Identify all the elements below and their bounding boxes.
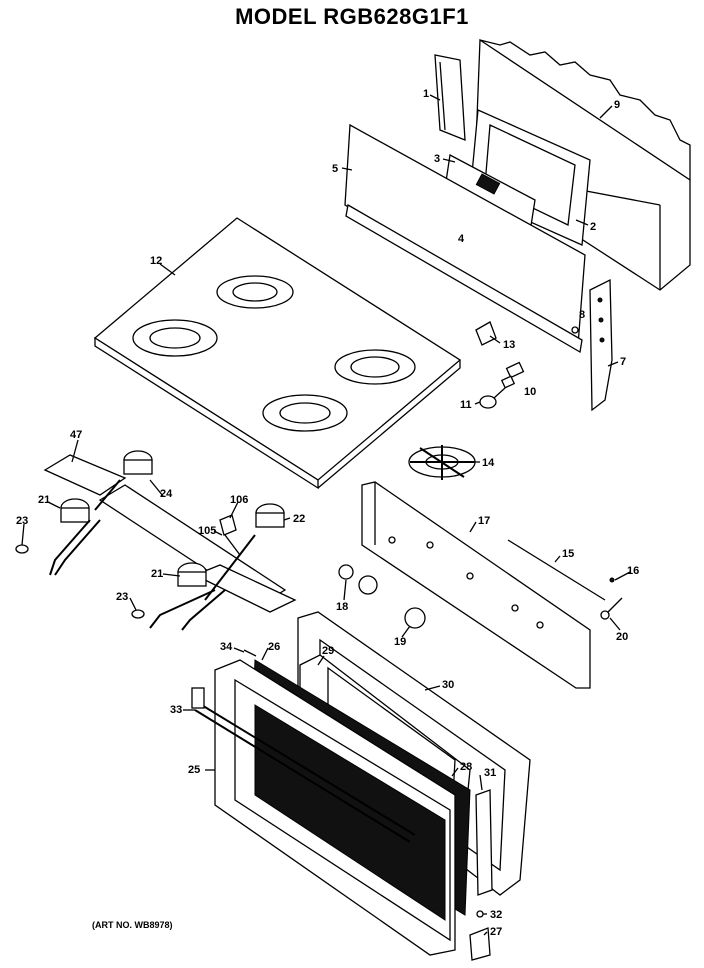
- part-11-connector: [479, 387, 506, 409]
- label-part-34: 34: [220, 641, 233, 653]
- label-part-23-lower: 23: [116, 591, 128, 603]
- label-part-25: 25: [188, 764, 200, 776]
- part-23-orifice-caps: [15, 544, 145, 619]
- label-part-17: 17: [478, 515, 490, 527]
- part-10-switch: [500, 361, 525, 389]
- label-part-14: 14: [482, 457, 495, 469]
- part-15-rod: [507, 539, 606, 601]
- part-16-screw: [609, 577, 615, 583]
- part-27-hinge-bracket: [469, 927, 491, 961]
- label-part-23-left: 23: [16, 515, 28, 527]
- label-part-8: 8: [579, 309, 585, 321]
- label-part-9: 9: [614, 99, 620, 111]
- part-1-side-trim: [434, 54, 466, 141]
- part-19-knob: [404, 607, 426, 629]
- part-18-knobs: [338, 564, 378, 595]
- part-12-cooktop: [93, 217, 462, 490]
- label-part-30: 30: [442, 679, 454, 691]
- part-7-side-bracket: [589, 278, 613, 412]
- label-part-2: 2: [590, 221, 596, 233]
- label-part-10: 10: [524, 386, 536, 398]
- part-14-grate: [408, 445, 476, 480]
- part-17-manifold-panel: [361, 481, 591, 689]
- label-part-5: 5: [332, 163, 338, 175]
- label-part-26: 26: [268, 641, 280, 653]
- part-32-washer: [476, 910, 484, 918]
- part-47-manifold: [43, 454, 127, 496]
- label-part-13: 13: [503, 339, 515, 351]
- label-part-31: 31: [484, 767, 496, 779]
- part-20-fitting: [600, 597, 623, 620]
- label-part-21-left: 21: [38, 494, 50, 506]
- diagram-title: MODEL RGB628G1F1: [235, 4, 469, 29]
- label-part-28: 28: [460, 761, 472, 773]
- label-part-24: 24: [160, 488, 173, 500]
- label-part-12: 12: [150, 255, 162, 267]
- label-part-11: 11: [460, 399, 472, 411]
- label-part-105: 105: [198, 525, 216, 537]
- label-part-27: 27: [490, 926, 502, 938]
- part-2-panel-frame: [469, 109, 591, 246]
- part-13-clip: [475, 321, 497, 346]
- part-8-screw: [571, 326, 579, 334]
- art-number-caption: (ART NO. WB8978): [92, 920, 173, 930]
- label-part-18: 18: [336, 601, 348, 613]
- label-part-20: 20: [616, 631, 628, 643]
- part-31-hinge: [475, 789, 493, 896]
- label-part-29: 29: [322, 645, 334, 657]
- label-part-47: 47: [70, 429, 82, 441]
- part-34-screw: [243, 649, 257, 657]
- leader-lines: [21, 94, 631, 936]
- label-part-16: 16: [627, 565, 639, 577]
- part-106-bracket: [219, 514, 241, 556]
- label-part-4: 4: [458, 233, 465, 245]
- label-part-21-lower: 21: [151, 568, 163, 580]
- label-part-1: 1: [423, 88, 429, 100]
- label-part-32: 32: [490, 909, 502, 921]
- part-33-handle: [191, 687, 416, 843]
- part-25-outer-door: [214, 659, 456, 956]
- part-number-labels: 1 9 3 5 2 4 12 8 13 7 10 11 47 14 24 21 …: [16, 88, 639, 938]
- label-part-106: 106: [230, 494, 248, 506]
- part-burner-heads: [49, 450, 285, 631]
- label-part-22: 22: [293, 513, 305, 525]
- label-part-19: 19: [394, 636, 406, 648]
- part-5-glass-panel: [344, 123, 586, 354]
- label-part-3: 3: [434, 153, 440, 165]
- part-24-burner-tubes: [98, 484, 297, 613]
- label-part-33: 33: [170, 704, 182, 716]
- label-part-7: 7: [620, 356, 626, 368]
- label-part-15: 15: [562, 548, 574, 560]
